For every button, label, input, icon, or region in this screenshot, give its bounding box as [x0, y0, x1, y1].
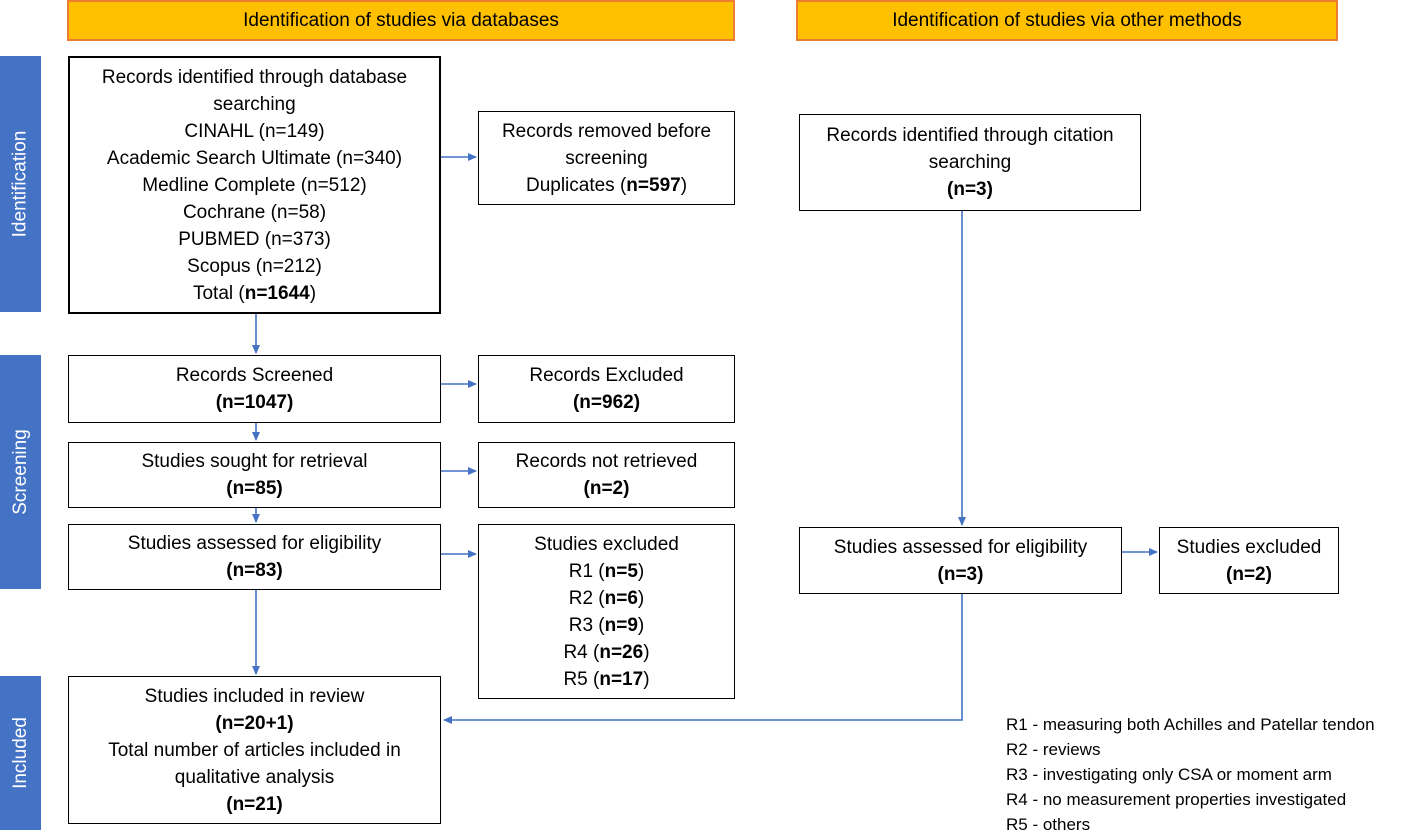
retrieval-value: (n=85)	[226, 478, 283, 499]
reason-r5-code: R5 (	[563, 668, 600, 690]
screened-value: (n=1047)	[215, 392, 294, 413]
other-excluded-value: (n=2)	[1226, 563, 1272, 585]
exclusion-reason-r1: R1 (n=5)	[569, 558, 645, 585]
box-studies-excluded-reasons: Studies excluded R1 (n=5) R2 (n=6) R3 (n…	[478, 524, 735, 699]
reason-r4-value: n=26	[599, 641, 644, 663]
arrow-other-eligibility-to-included	[443, 594, 963, 724]
retrieval-label: Studies sought for retrieval	[141, 451, 368, 472]
reason-r1-value: n=5	[604, 560, 638, 582]
legend-item-r1: R1 - measuring both Achilles and Patella…	[1006, 715, 1375, 734]
citation-line1: Records identified through citation	[826, 125, 1114, 146]
removed-dup-value: n=597	[626, 174, 681, 196]
db-records-total-value: n=1644	[244, 282, 310, 304]
db-records-title-line2: searching	[213, 93, 296, 115]
legend-item-r5: R5 - others	[1006, 815, 1091, 834]
exclusion-reason-r5: R5 (n=17)	[563, 666, 649, 693]
reason-r2-code: R2 (	[568, 587, 605, 609]
eligibility-label: Studies assessed for eligibility	[127, 533, 382, 554]
excluded-label: Records Excluded	[529, 365, 684, 386]
eligibility-value: (n=83)	[226, 560, 283, 581]
not-retrieved-label: Records not retrieved	[515, 451, 698, 472]
box-records-screened: Records Screened (n=1047)	[68, 355, 441, 423]
box-database-records: Records identified through database sear…	[68, 56, 441, 314]
other-excluded-label: Studies excluded	[1176, 536, 1322, 558]
reason-r4-close: )	[643, 641, 650, 663]
db-records-total: Total (n=1644)	[193, 280, 316, 307]
other-eligibility-value: (n=3)	[937, 563, 984, 585]
removed-duplicates: Duplicates (n=597)	[526, 172, 687, 199]
included-value2: (n=21)	[226, 793, 283, 815]
reason-r1-code: R1 (	[568, 560, 605, 582]
included-value1: (n=20+1)	[215, 712, 294, 734]
box-studies-sought-retrieval: Studies sought for retrieval (n=85)	[68, 442, 441, 508]
source-medline-complete: Medline Complete (n=512)	[142, 174, 367, 196]
removed-dup-label: Duplicates (	[525, 174, 627, 196]
removed-line1: Records removed before	[501, 120, 712, 142]
reason-r4-code: R4 (	[563, 641, 600, 663]
legend-item-r4: R4 - no measurement properties investiga…	[1006, 790, 1347, 809]
exclusion-reason-r3: R3 (n=9)	[569, 612, 645, 639]
source-cinahl: CINAHL (n=149)	[184, 120, 325, 142]
db-records-total-label: Total (	[192, 282, 245, 304]
db-records-total-close: )	[309, 282, 317, 304]
source-cochrane: Cochrane (n=58)	[182, 201, 327, 223]
reason-r3-code: R3 (	[568, 614, 605, 636]
exclusion-legend: R1 - measuring both Achilles and Patella…	[1006, 712, 1375, 834]
reason-r5-close: )	[643, 668, 650, 690]
box-citation-records: Records identified through citation sear…	[799, 114, 1141, 211]
reason-r1-close: )	[637, 560, 645, 582]
exclusion-reason-r2: R2 (n=6)	[569, 585, 645, 612]
reason-r5-value: n=17	[599, 668, 644, 690]
not-retrieved-value: (n=2)	[583, 478, 630, 499]
screened-label: Records Screened	[175, 365, 334, 386]
legend-item-r3: R3 - investigating only CSA or moment ar…	[1006, 765, 1332, 784]
db-records-title-line1: Records identified through database	[101, 66, 408, 88]
phase-included: Included	[0, 676, 41, 830]
box-studies-assessed-eligibility: Studies assessed for eligibility (n=83)	[68, 524, 441, 590]
box-records-excluded: Records Excluded (n=962)	[478, 355, 735, 423]
included-line1: Studies included in review	[144, 685, 365, 707]
included-line2: Total number of articles included in	[108, 739, 401, 761]
box-other-assessed-eligibility: Studies assessed for eligibility (n=3)	[799, 527, 1122, 594]
box-studies-included: Studies included in review (n=20+1) Tota…	[68, 676, 441, 824]
studies-excluded-label: Studies excluded	[534, 533, 679, 555]
phase-identification: Identification	[0, 56, 41, 312]
removed-line2: screening	[565, 147, 648, 169]
exclusion-reason-r4: R4 (n=26)	[563, 639, 649, 666]
source-pubmed: PUBMED (n=373)	[178, 228, 331, 250]
source-academic-search-ultimate: Academic Search Ultimate (n=340)	[106, 147, 403, 169]
legend-item-r2: R2 - reviews	[1006, 740, 1101, 759]
box-other-studies-excluded: Studies excluded (n=2)	[1159, 527, 1339, 594]
phase-screening: Screening	[0, 355, 41, 589]
included-line3: qualitative analysis	[174, 766, 335, 788]
header-databases: Identification of studies via databases	[67, 0, 735, 41]
reason-r3-close: )	[637, 614, 645, 636]
citation-value: (n=3)	[947, 179, 993, 200]
removed-dup-close: )	[680, 174, 688, 196]
box-records-removed: Records removed before screening Duplica…	[478, 111, 735, 205]
reason-r3-value: n=9	[604, 614, 638, 636]
source-scopus: Scopus (n=212)	[187, 255, 322, 277]
header-other-methods: Identification of studies via other meth…	[796, 0, 1338, 41]
citation-line2: searching	[928, 152, 1012, 173]
reason-r2-close: )	[637, 587, 645, 609]
reason-r2-value: n=6	[604, 587, 638, 609]
excluded-value: (n=962)	[572, 392, 641, 413]
other-eligibility-label: Studies assessed for eligibility	[833, 536, 1088, 558]
box-records-not-retrieved: Records not retrieved (n=2)	[478, 442, 735, 508]
